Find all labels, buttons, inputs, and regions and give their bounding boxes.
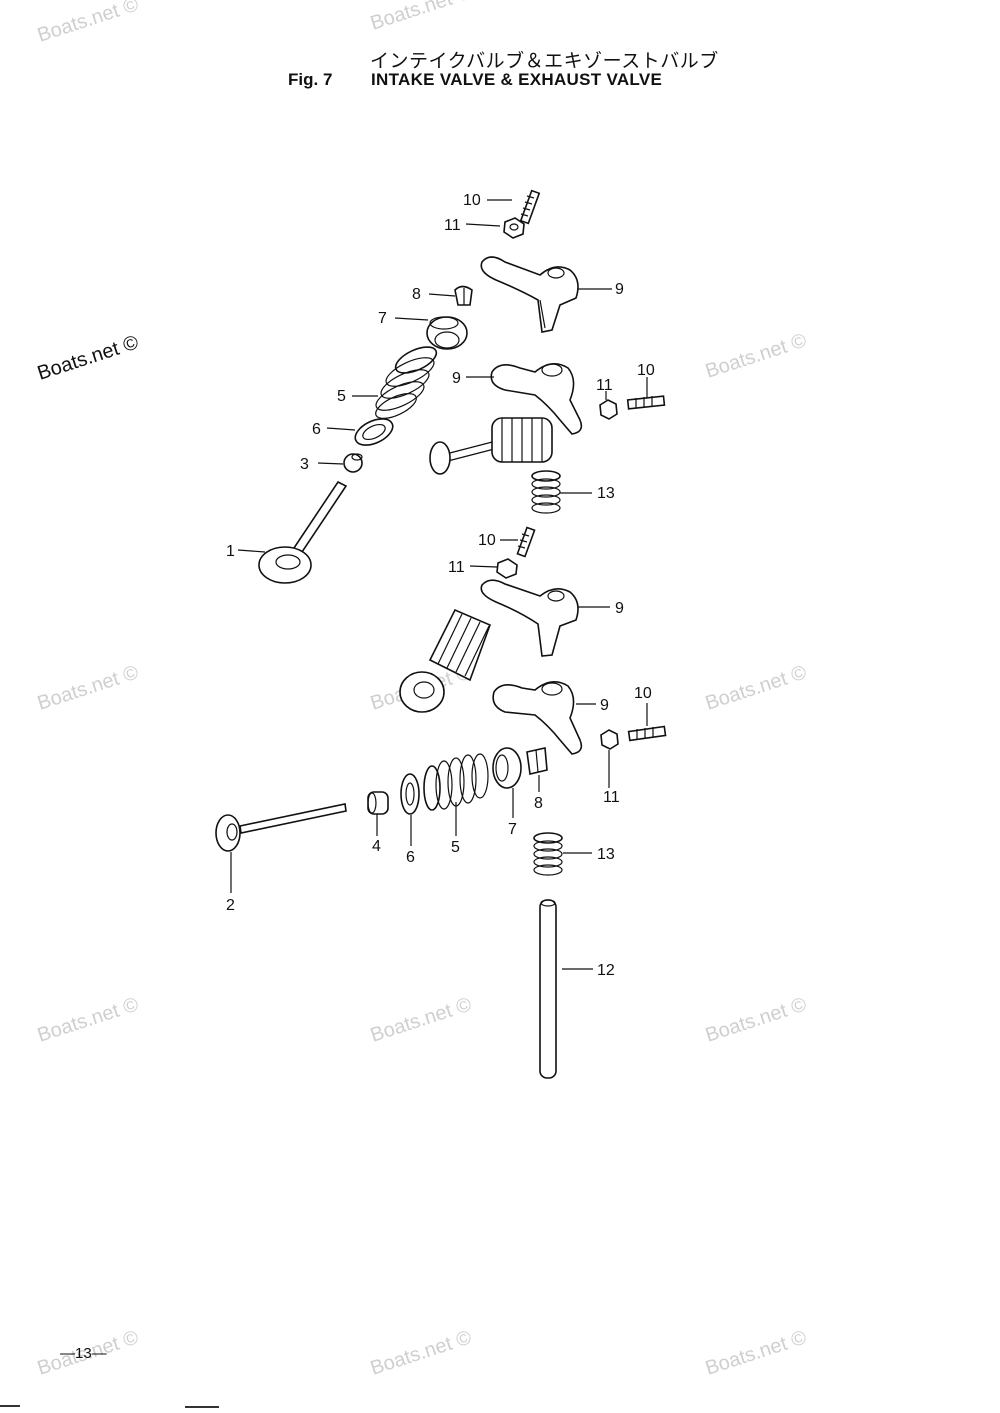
part-rocker-arm-3 bbox=[480, 579, 579, 657]
part-adjusting-screw-top bbox=[519, 189, 541, 225]
callout-12: 12 bbox=[597, 962, 615, 979]
part-valve-cotter-2 bbox=[526, 747, 548, 775]
part-spring-seat-1 bbox=[354, 418, 394, 446]
callout-11: 11 bbox=[448, 559, 465, 576]
callout-10: 10 bbox=[634, 685, 652, 702]
callout-8: 8 bbox=[412, 286, 421, 303]
watermark: Boats.net © bbox=[703, 1326, 810, 1379]
part-exhaust-valve bbox=[215, 803, 347, 852]
callout-10: 10 bbox=[463, 192, 481, 209]
callout-11: 11 bbox=[596, 377, 613, 394]
callout-6: 6 bbox=[312, 421, 321, 438]
bottom-rule bbox=[185, 1406, 219, 1408]
watermark: Boats.net © bbox=[368, 1326, 475, 1379]
figure-title: INTAKE VALVE & EXHAUST VALVE bbox=[371, 70, 663, 89]
part-rocker-arm-1 bbox=[480, 256, 579, 333]
part-intake-valve bbox=[258, 480, 348, 584]
callout-9: 9 bbox=[452, 370, 461, 387]
watermark: Boats.net © bbox=[368, 993, 475, 1046]
callout-4: 4 bbox=[372, 838, 381, 855]
part-spring-retainer-1 bbox=[426, 316, 468, 350]
callout-7: 7 bbox=[508, 821, 517, 838]
callout-8: 8 bbox=[534, 795, 543, 812]
watermark: Boats.net © bbox=[35, 993, 142, 1046]
corner-rule bbox=[0, 1405, 20, 1407]
callout-9: 9 bbox=[600, 697, 609, 714]
callout-1: 1 bbox=[226, 543, 235, 560]
watermark: Boats.net © bbox=[703, 329, 810, 382]
part-valve-spring-1 bbox=[375, 346, 438, 419]
leader-lines bbox=[230, 199, 648, 970]
callout-9: 9 bbox=[615, 600, 624, 617]
part-assembled-valve-upper bbox=[429, 417, 553, 475]
callout-numbers: 10 11 9 8 7 5 6 3 1 9 11 10 13 10 11 9 9… bbox=[226, 192, 655, 979]
part-small-spring-1 bbox=[531, 470, 561, 514]
callout-10: 10 bbox=[637, 362, 655, 379]
callout-11: 11 bbox=[444, 217, 461, 234]
callout-10: 10 bbox=[478, 532, 496, 549]
part-lock-nut-top bbox=[503, 217, 525, 239]
callout-6: 6 bbox=[406, 849, 415, 866]
callout-13: 13 bbox=[597, 485, 615, 502]
watermark: Boats.net © bbox=[703, 661, 810, 714]
part-rocker-arm-4 bbox=[492, 681, 583, 755]
callout-2: 2 bbox=[226, 897, 235, 914]
watermark: Boats.net © bbox=[35, 331, 142, 384]
part-adjusting-screw-2 bbox=[626, 395, 666, 410]
part-spring-seat-2 bbox=[400, 773, 420, 815]
callout-7: 7 bbox=[378, 310, 387, 327]
watermark: Boats.net © bbox=[368, 0, 475, 35]
watermark: Boats.net © bbox=[703, 993, 810, 1046]
watermark: Boats.net © bbox=[35, 0, 142, 47]
part-adjusting-screw-3 bbox=[516, 526, 536, 558]
callout-13: 13 bbox=[597, 846, 615, 863]
figure-number: Fig. 7 bbox=[288, 70, 333, 89]
part-lock-nut-2 bbox=[599, 399, 618, 420]
part-spring-retainer-2 bbox=[492, 747, 522, 789]
part-lock-nut-3 bbox=[496, 558, 518, 579]
part-push-rod bbox=[539, 899, 557, 1079]
callout-9: 9 bbox=[615, 281, 624, 298]
part-assembled-valve-lower bbox=[399, 608, 492, 713]
page-number: —13— bbox=[60, 1345, 107, 1362]
part-stem-seal-1 bbox=[343, 453, 363, 473]
part-lock-nut-4 bbox=[600, 729, 619, 750]
watermark: Boats.net © bbox=[35, 661, 142, 714]
part-valve-cotter-1 bbox=[454, 285, 473, 306]
part-stem-seal-2 bbox=[367, 791, 389, 815]
title-japanese: インテイクバルブ＆エキゾーストバルブ bbox=[370, 50, 719, 72]
callout-5: 5 bbox=[451, 839, 460, 856]
part-rocker-arm-2 bbox=[490, 363, 583, 435]
part-valve-spring-2 bbox=[423, 753, 489, 811]
part-adjusting-screw-4 bbox=[627, 725, 667, 742]
callout-3: 3 bbox=[300, 456, 309, 473]
callout-11: 11 bbox=[603, 789, 620, 806]
part-small-spring-2 bbox=[533, 832, 563, 876]
callout-5: 5 bbox=[337, 388, 346, 405]
